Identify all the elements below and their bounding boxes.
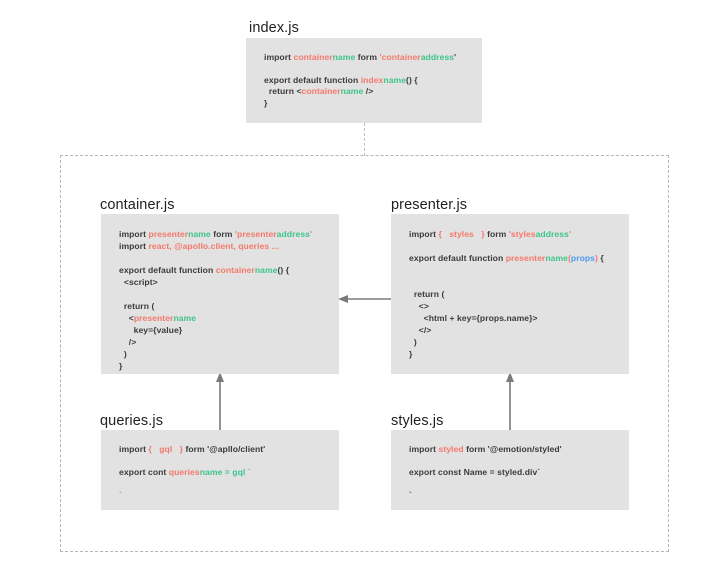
connector-presenter-to-container bbox=[338, 295, 394, 303]
code-content-queries: import { gql } form '@apllo/client' expo… bbox=[119, 444, 266, 500]
code-block-queries: import { gql } form '@apllo/client' expo… bbox=[101, 430, 339, 510]
connector-index-to-group bbox=[364, 123, 365, 156]
code-content-styles: import styled form '@emotion/styled' exp… bbox=[409, 444, 562, 500]
code-block-index: import containername form 'containeraddr… bbox=[246, 38, 482, 123]
code-content-presenter: import { styles } form 'stylesaddress' e… bbox=[409, 229, 604, 359]
file-title-index: index.js bbox=[249, 20, 299, 36]
code-block-presenter: import { styles } form 'stylesaddress' e… bbox=[391, 214, 629, 374]
file-title-container: container.js bbox=[100, 197, 175, 213]
code-block-container: import presentername form 'presenteraddr… bbox=[101, 214, 339, 374]
code-content-container: import presentername form 'presenteraddr… bbox=[119, 229, 313, 371]
connector-styles-to-presenter bbox=[506, 372, 514, 432]
file-title-presenter: presenter.js bbox=[391, 197, 468, 213]
connector-queries-to-container bbox=[216, 372, 224, 432]
file-title-styles: styles.js bbox=[391, 413, 444, 429]
code-content-index: import containername form 'containeraddr… bbox=[264, 52, 457, 108]
code-block-styles: import styled form '@emotion/styled' exp… bbox=[391, 430, 629, 510]
file-title-queries: queries.js bbox=[100, 413, 164, 429]
